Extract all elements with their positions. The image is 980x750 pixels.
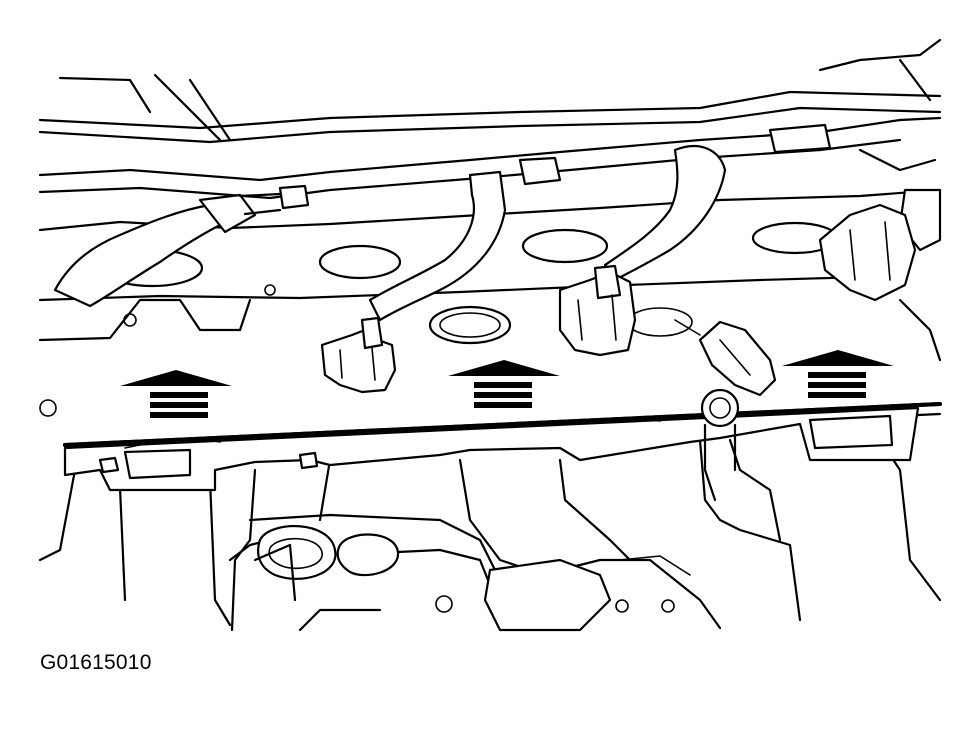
removal-arrow-3 (782, 350, 894, 398)
engine-block (38, 298, 942, 632)
figure-id-label: G01615010 (40, 651, 152, 674)
injector-connector-2 (558, 264, 637, 357)
injector-connector-1 (320, 316, 397, 394)
injector-connector-3 (818, 203, 917, 302)
fuel-rail (63, 388, 942, 502)
removal-arrow-2 (448, 360, 560, 408)
injector-connector-4 (674, 319, 777, 397)
removal-arrow-1 (120, 370, 232, 418)
